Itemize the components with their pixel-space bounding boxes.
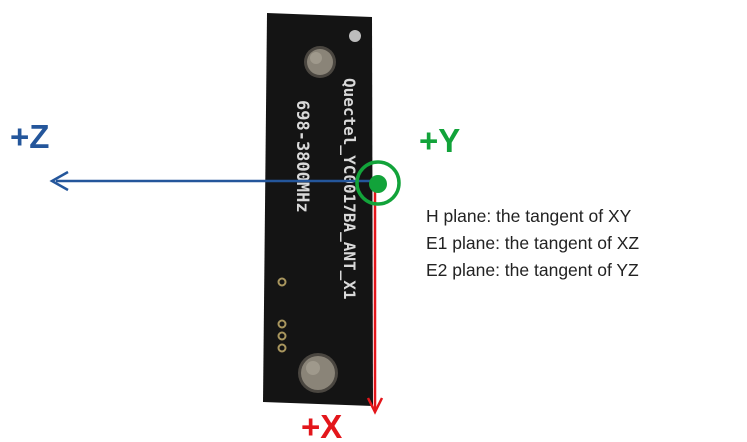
via-holes bbox=[277, 277, 287, 353]
pin-one-marker bbox=[349, 30, 361, 42]
silkscreen-frequency: 698-3800MHz bbox=[292, 100, 312, 213]
y-axis-ring bbox=[355, 160, 401, 206]
z-axis-label: +Z bbox=[10, 118, 49, 155]
x-axis-label: +X bbox=[301, 408, 342, 442]
plane-definitions: H plane: the tangent of XY E1 plane: the… bbox=[426, 203, 639, 284]
h-plane-note: H plane: the tangent of XY bbox=[426, 206, 632, 226]
feed-point-dot bbox=[369, 175, 387, 193]
silkscreen-model: Quectel_YC0017BA_ANT_X1 bbox=[340, 78, 359, 300]
y-axis-marker bbox=[355, 160, 401, 206]
e2-plane-note: E2 plane: the tangent of YZ bbox=[426, 260, 639, 280]
antenna-board: Quectel_YC0017BA_ANT_X1 698-3800MHz bbox=[263, 13, 373, 406]
mounting-hole-bottom bbox=[298, 353, 338, 393]
z-axis-arrow bbox=[49, 170, 380, 192]
y-axis-label: +Y bbox=[419, 122, 460, 159]
mounting-hole-top bbox=[304, 46, 336, 78]
pcb-body bbox=[263, 13, 373, 406]
e1-plane-note: E1 plane: the tangent of XZ bbox=[426, 233, 640, 253]
x-axis-arrow bbox=[366, 184, 384, 415]
